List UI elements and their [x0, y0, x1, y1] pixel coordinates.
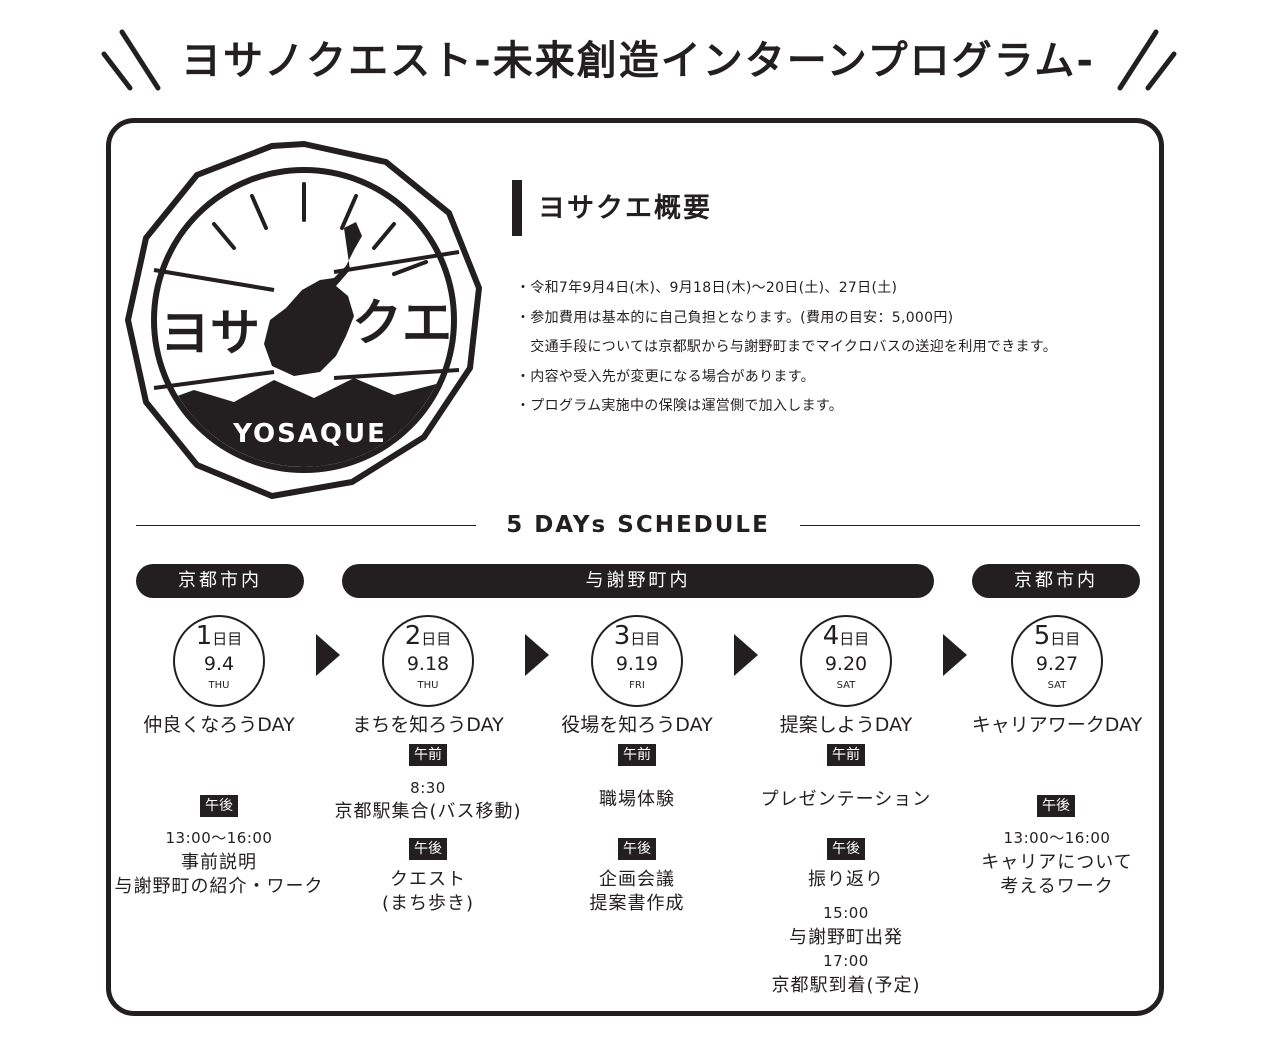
day-3-title: 役場を知ろうDAY [561, 714, 713, 736]
overview-heading-bar [512, 180, 522, 236]
day-1-detail: 事前説明 [181, 852, 257, 873]
day-2-pm-detail: (まち歩き) [381, 893, 475, 914]
day-1-time: 13:00～16:00 [165, 829, 273, 847]
day-3-pm-detail: 提案書作成 [589, 893, 685, 914]
day-1-title: 仲良くなろうDAY [143, 714, 295, 736]
day-2-title: まちを知ろうDAY [352, 714, 504, 736]
arrow-icon [734, 634, 758, 676]
day-2-circle: 2日目 9.18 THU [382, 615, 474, 707]
pm-badge: 午後 [1037, 795, 1075, 817]
arrow-icon [316, 634, 340, 676]
day-5-title: キャリアワークDAY [971, 714, 1143, 736]
pm-badge: 午後 [409, 838, 447, 860]
pm-badge: 午後 [618, 838, 656, 860]
day-1-detail: 与謝野町の紹介・ワーク [114, 876, 324, 897]
arrow-icon [943, 634, 967, 676]
day-2-am-detail: 京都駅集合(バス移動) [334, 801, 522, 822]
sun-rays [212, 182, 428, 276]
schedule-divider-right [800, 525, 1140, 526]
area-pill-kyoto-2: 京都市内 [972, 564, 1140, 598]
am-badge: 午前 [409, 744, 447, 766]
day-1-circle: 1日目 9.4 THU [173, 615, 265, 707]
overview-item: ・内容や受入先が変更になる場合があります。 [516, 368, 815, 385]
day-5-detail: 考えるワーク [1000, 876, 1114, 897]
day-5-time: 13:00～16:00 [1003, 829, 1111, 847]
schedule-heading: 5 DAYs SCHEDULE [506, 512, 770, 538]
arrow-icon [525, 634, 549, 676]
peninsula-silhouette [264, 222, 362, 376]
schedule-divider-left [136, 525, 476, 526]
title-right-decoration [1117, 29, 1177, 91]
day-3-circle: 3日目 9.19 FRI [591, 615, 683, 707]
pm-badge: 午後 [200, 795, 238, 817]
day-4-am-detail: プレゼンテーション [760, 789, 932, 810]
title-left-decoration [101, 29, 161, 91]
day-4-title: 提案しようDAY [779, 714, 913, 736]
svg-text:ヨサ: ヨサ [160, 304, 260, 362]
overview-list: ・令和7年9月4日(木)、9月18日(木)～20日(土)、27日(土) ・参加費… [516, 274, 1057, 422]
day-5-detail: キャリアについて [981, 852, 1133, 873]
day-4-pm-detail: 振り返り [808, 869, 884, 890]
page-title: ヨサノクエスト-未来創造インターンプログラム- [180, 38, 1095, 84]
pm-badge: 午後 [827, 838, 865, 860]
svg-text:YOSAQUE: YOSAQUE [232, 419, 387, 449]
overview-heading: ヨサクエ概要 [538, 193, 712, 224]
overview-item: ・プログラム実施中の保険は運営側で加入します。 [516, 398, 844, 414]
day-5-circle: 5日目 9.27 SAT [1011, 615, 1103, 707]
day-4-time: 15:00 [823, 904, 869, 922]
day-3-pm-detail: 企画会議 [599, 869, 675, 890]
area-pill-yosano: 与謝野町内 [342, 564, 934, 598]
day-2-am-time: 8:30 [410, 779, 446, 797]
am-badge: 午前 [618, 744, 656, 766]
am-badge: 午前 [827, 744, 865, 766]
yosaque-logo: ヨサ クエ YOSAQUE [124, 140, 483, 500]
day-4-detail: 与謝野町出発 [789, 927, 903, 948]
day-4-detail: 京都駅到着(予定) [771, 975, 921, 996]
day-2-pm-detail: クエスト [390, 869, 466, 890]
content-frame [106, 118, 1164, 1016]
overview-item: 交通手段については京都駅から与謝野町までマイクロバスの送迎を利用できます。 [516, 339, 1058, 355]
overview-item: ・参加費用は基本的に自己負担となります。(費用の目安：5,000円) [516, 309, 954, 326]
day-4-circle: 4日目 9.20 SAT [800, 615, 892, 707]
svg-text:クエ: クエ [352, 294, 452, 352]
overview-item: ・令和7年9月4日(木)、9月18日(木)～20日(土)、27日(土) [516, 280, 898, 296]
day-3-am-detail: 職場体験 [599, 789, 675, 810]
day-4-time: 17:00 [823, 952, 869, 970]
area-pill-kyoto-1: 京都市内 [136, 564, 304, 598]
